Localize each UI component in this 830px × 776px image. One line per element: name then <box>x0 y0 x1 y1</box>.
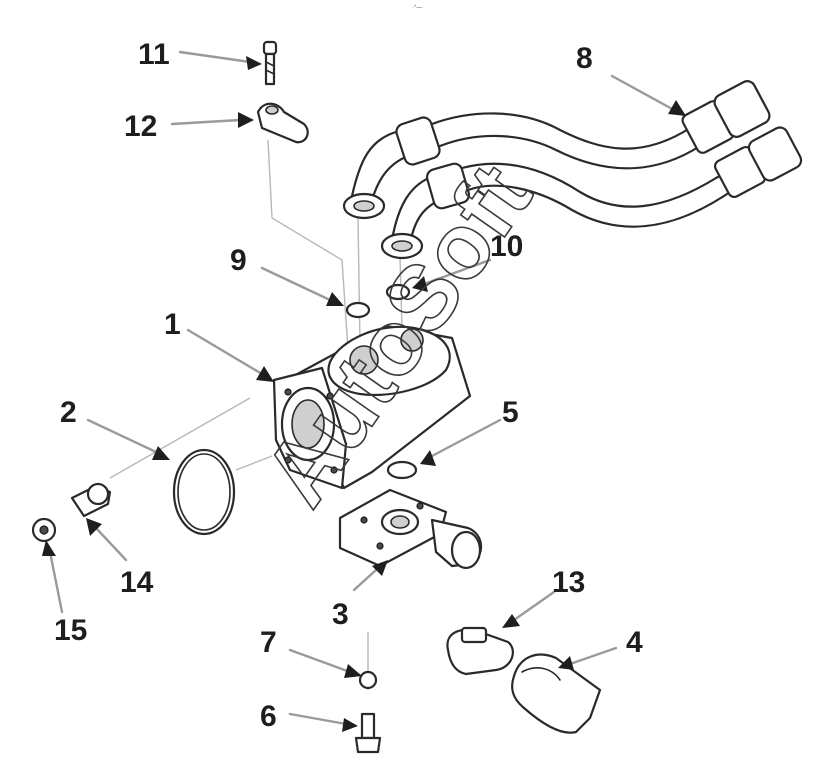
callout-15: 15 <box>54 614 87 647</box>
o-ring-part-9 <box>345 301 371 319</box>
callout-12: 12 <box>124 110 157 143</box>
leader-lines <box>42 50 686 732</box>
callout-14: 14 <box>120 566 154 599</box>
valve-body-part-1 <box>272 324 472 490</box>
pipe-assembly <box>342 80 803 260</box>
o-ring-part-5 <box>386 460 418 480</box>
washer-part-7 <box>358 670 378 690</box>
hose-part-4 <box>511 653 602 734</box>
callout-8: 8 <box>576 42 593 75</box>
callout-labels: 11 12 8 9 10 1 2 5 3 14 15 13 4 7 6 <box>54 38 643 733</box>
callout-13: 13 <box>552 566 585 599</box>
bolt-part-14 <box>70 482 112 518</box>
nut-part-15 <box>31 517 57 543</box>
callout-9: 9 <box>230 244 247 277</box>
callout-5: 5 <box>502 396 519 429</box>
callout-4: 4 <box>626 626 643 659</box>
callout-11: 11 <box>138 38 170 71</box>
clamp-part-12 <box>256 102 309 144</box>
callout-2: 2 <box>60 396 77 429</box>
callout-6: 6 <box>260 700 277 733</box>
flange-part-3 <box>338 488 483 570</box>
o-ring-part-2-inner <box>177 453 231 531</box>
bolt-part-6 <box>354 712 382 754</box>
callout-3: 3 <box>332 598 349 631</box>
hose-clamp-part-13 <box>446 626 514 676</box>
callout-1: 1 <box>164 308 181 341</box>
o-ring-part-10 <box>385 283 411 301</box>
callout-10: 10 <box>490 230 523 263</box>
callout-7: 7 <box>260 626 277 659</box>
top-mark: ·°— <box>412 5 422 11</box>
o-ring-part-2 <box>172 448 236 536</box>
bolt-part-11 <box>262 40 278 86</box>
